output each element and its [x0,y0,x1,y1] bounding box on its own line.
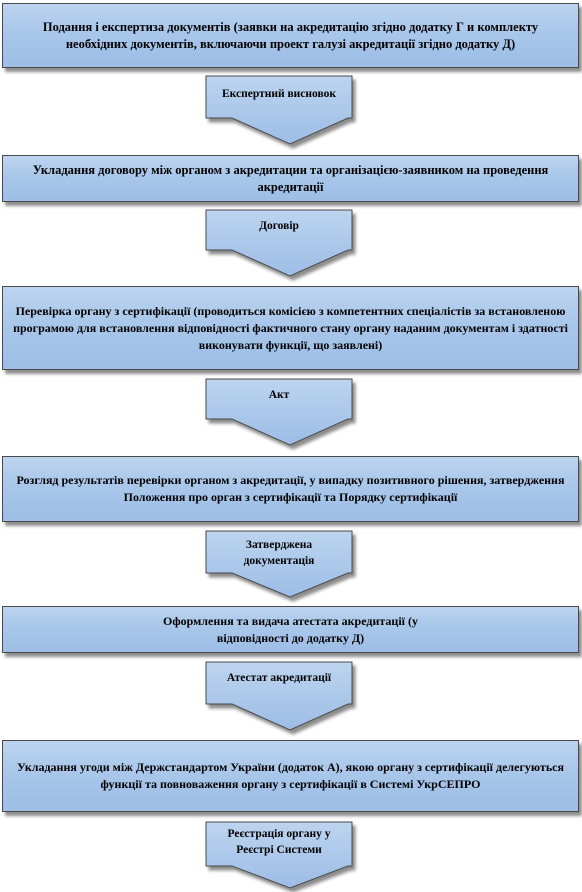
arrow-5-shape [205,661,353,731]
arrow-4-approved-docs: Затверджена документація [205,530,374,599]
step-1-submission-box: Подання і експертиза документів (заявки … [2,3,579,68]
step-6-text: Укладання угоди між Держстандартом Украї… [17,760,564,791]
step-1-text: Подання і експертиза документів (заявки … [42,19,539,51]
step-3-inspection-box: Перевірка органу з сертифікації (проводи… [2,286,579,370]
step-5-text: Оформлення та видача атестата акредитаці… [163,613,418,645]
arrow-5-label: Атестат акредитації [226,672,332,684]
arrow-3-act: Акт [205,378,374,447]
step-3-text: Перевірка органу з сертифікації (проводи… [13,303,568,352]
arrow-3-label: Акт [268,389,290,401]
arrow-1-expert-conclusion: Експертний висновок [205,75,374,146]
arrow-1-label: Експертний висновок [221,88,337,100]
step-6-agreement-box: Укладання угоди між Держстандартом Украї… [2,740,579,812]
arrow-4-shape [205,530,353,598]
step-2-contract-box: Укладання договору між органом з акредит… [2,155,579,202]
arrow-2-label: Договір [259,220,299,232]
arrow-1-shape [205,75,353,145]
step-4-text: Розгляд результатів перевірки органом з … [16,473,565,504]
arrow-6-registration: Реєстрація органу у Реєстрі Системи [205,821,374,890]
arrow-6-shape [205,821,353,889]
arrow-4-label: Затверджена документація [243,539,315,567]
step-4-review-box: Розгляд результатів перевірки органом з … [2,456,579,522]
step-5-certificate-issue-box: Оформлення та видача атестата акредитаці… [2,606,579,653]
arrow-5-accreditation-certificate: Атестат акредитації [205,661,374,732]
step-2-text: Укладання договору між органом з акредит… [32,162,549,194]
arrow-2-contract: Договір [205,209,374,278]
arrow-3-shape [205,378,353,446]
arrow-2-shape [205,209,353,277]
arrow-6-label: Реєстрація органу у Реєстрі Системи [227,828,331,856]
